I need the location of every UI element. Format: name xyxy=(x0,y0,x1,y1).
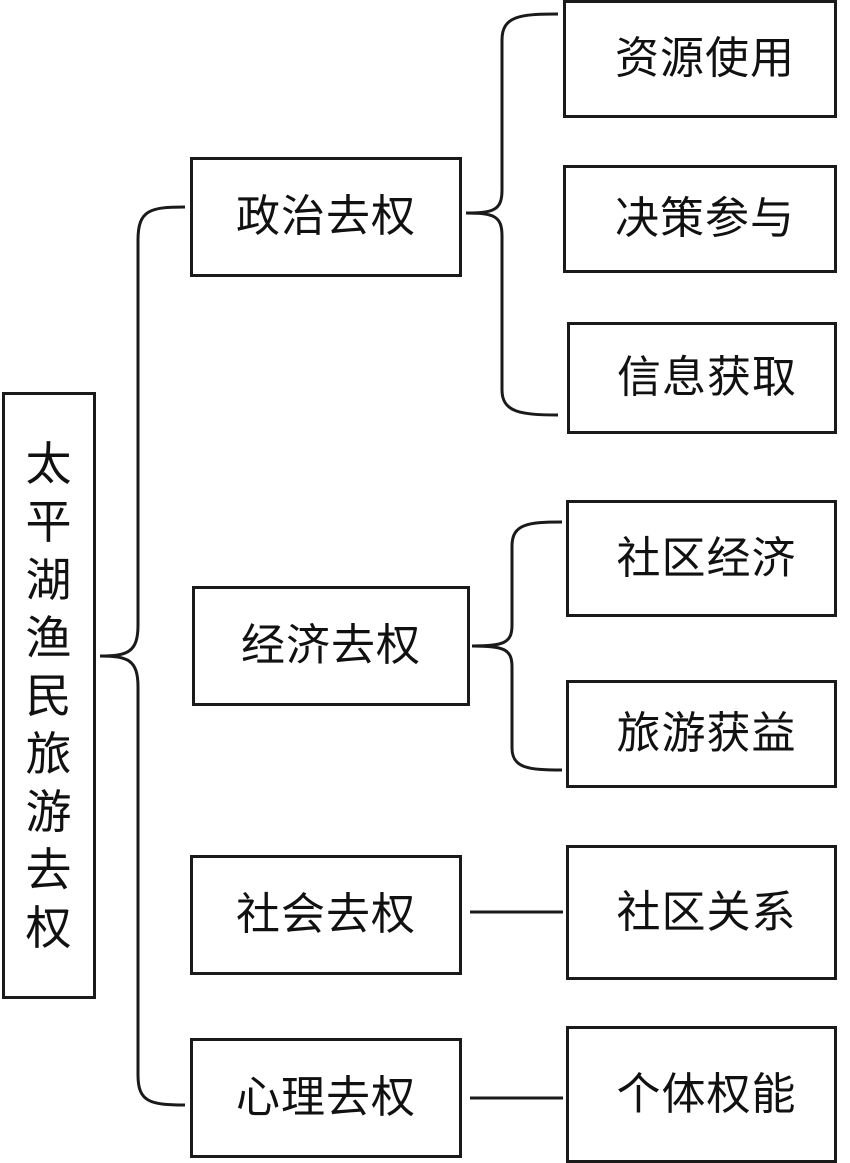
node-label: 信息获取 xyxy=(617,352,797,403)
node-psychological-disempowerment: 心理去权 xyxy=(190,1038,462,1158)
node-label: 资源使用 xyxy=(615,33,795,84)
root-label-char: 游 xyxy=(25,784,73,839)
root-bracket xyxy=(99,205,186,1107)
root-label-char: 太 xyxy=(25,436,73,491)
root-node: 太 平 湖 渔 民 旅 游 去 权 xyxy=(2,392,96,999)
node-label: 心理去权 xyxy=(236,1072,416,1123)
root-label-char: 民 xyxy=(25,668,73,723)
node-label: 社会去权 xyxy=(236,889,416,940)
root-label-char: 渔 xyxy=(25,610,73,665)
node-decision-participation: 决策参与 xyxy=(563,165,837,273)
node-information-access: 信息获取 xyxy=(567,322,837,434)
economic-bracket xyxy=(471,520,563,772)
root-label-char: 湖 xyxy=(25,552,73,607)
node-political-disempowerment: 政治去权 xyxy=(190,157,462,277)
node-label: 社区关系 xyxy=(616,886,797,938)
node-community-relations: 社区关系 xyxy=(566,845,837,980)
node-economic-disempowerment: 经济去权 xyxy=(192,586,470,706)
node-label: 个体权能 xyxy=(616,1068,797,1120)
root-label-char: 权 xyxy=(25,900,73,955)
node-label: 政治去权 xyxy=(236,191,416,242)
node-resource-use: 资源使用 xyxy=(563,0,837,118)
root-label-char: 平 xyxy=(25,494,73,549)
node-label: 旅游获益 xyxy=(616,708,797,759)
root-label-char: 旅 xyxy=(25,726,73,781)
node-label: 社区经济 xyxy=(616,532,797,584)
node-individual-empowerment: 个体权能 xyxy=(566,1026,837,1163)
node-social-disempowerment: 社会去权 xyxy=(190,855,462,975)
root-label-char: 去 xyxy=(25,842,73,897)
node-label: 经济去权 xyxy=(241,620,421,671)
political-bracket xyxy=(465,12,559,417)
node-community-economy: 社区经济 xyxy=(566,500,837,617)
node-tourism-benefit: 旅游获益 xyxy=(566,680,837,788)
node-label: 决策参与 xyxy=(615,193,795,244)
